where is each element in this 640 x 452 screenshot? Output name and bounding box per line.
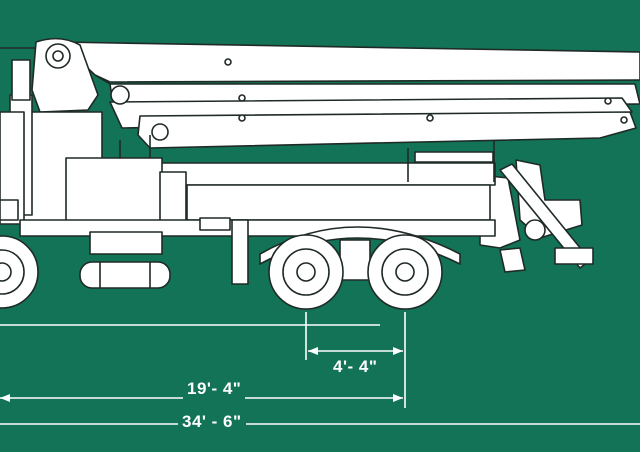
rear-wheel-2 [367,234,443,310]
water-tank [79,261,171,289]
truck-cab [0,111,25,225]
axle-hub [339,239,371,281]
boom-arm [59,41,640,149]
front-wheel [0,235,39,309]
overall-length-label: 34' - 6" [178,412,246,432]
arrowhead [393,347,403,355]
rear-wheel-1 [268,234,344,310]
arrowhead [0,394,10,402]
truck-frame [19,135,496,285]
rear-hopper [479,159,594,273]
arrowhead [308,347,318,355]
dimension-lines [0,312,640,425]
rear-length-label: 19'- 4" [183,379,246,399]
axle-spacing-label: 4'- 4" [329,357,382,377]
arrowhead [393,394,403,402]
